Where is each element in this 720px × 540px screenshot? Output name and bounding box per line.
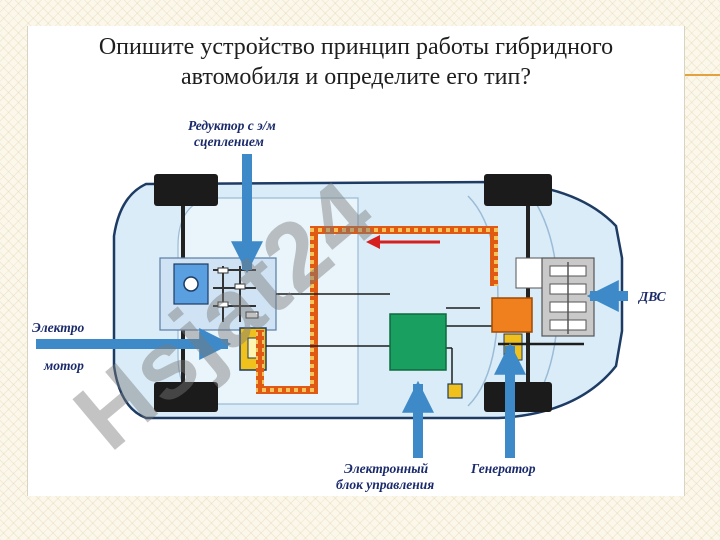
wheel-icon xyxy=(484,382,552,412)
slide-title: Опишите устройство принцип работы гибрид… xyxy=(28,32,684,92)
label-ecu: Электронный xyxy=(344,461,429,476)
sensor-module xyxy=(447,383,463,399)
wheel-icon xyxy=(154,174,218,206)
wheel-icon xyxy=(154,382,218,412)
label-motor-2: мотор xyxy=(43,358,84,373)
power-bus xyxy=(256,226,498,394)
electronic-control-unit xyxy=(389,313,447,371)
label-engine: ДВС xyxy=(637,289,667,304)
wiring xyxy=(266,293,492,386)
generator-unit xyxy=(491,297,533,333)
label-reducer: Редуктор с э/м xyxy=(188,118,276,133)
slide: Опишите устройство принцип работы гибрид… xyxy=(27,26,685,496)
label-reducer-2: сцеплением xyxy=(194,134,264,149)
accent-rule xyxy=(684,74,720,76)
combustion-engine xyxy=(515,257,595,337)
label-ecu-2: блок управления xyxy=(336,477,434,492)
reducer-gearbox xyxy=(159,257,277,331)
label-generator: Генератор xyxy=(470,461,536,476)
label-motor: Электро xyxy=(32,320,85,335)
title-line-1: Опишите устройство принцип работы гибрид… xyxy=(98,34,614,60)
wheel-icon xyxy=(484,174,552,206)
hybrid-car-diagram: Hsjat24 Редуктор с э/м сцеплением Электр… xyxy=(32,118,667,492)
red-flow-arrowhead xyxy=(366,235,380,249)
title-line-2: автомобиля и определите его тип? xyxy=(181,64,531,90)
